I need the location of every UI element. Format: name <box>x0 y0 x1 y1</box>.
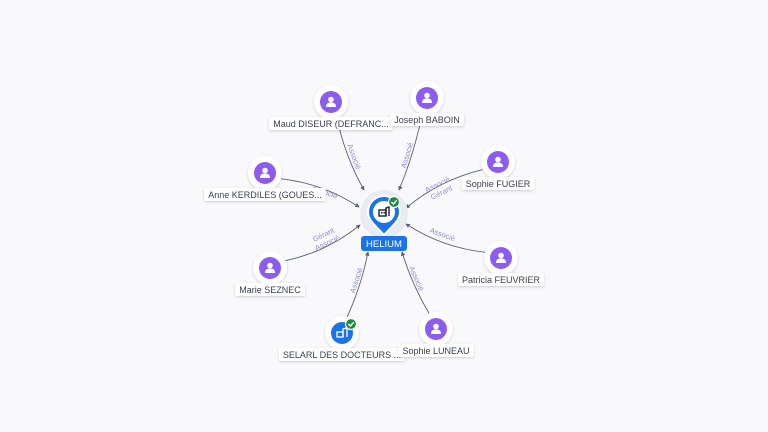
node-label-selarl: SELARL DES DOCTEURS ... <box>278 348 406 361</box>
company-icon <box>336 327 348 338</box>
node-label-text: Joseph BABOIN <box>394 115 460 125</box>
node-label-joseph: Joseph BABOIN <box>390 113 464 126</box>
edge-selarl <box>346 251 370 317</box>
edge-patricia <box>405 223 486 253</box>
node-label-anne: Anne KERDILES (GOUES... <box>204 188 326 201</box>
node-selarl[interactable]: SELARL DES DOCTEURS ... <box>278 316 406 361</box>
node-joseph[interactable]: Joseph BABOIN <box>390 81 464 126</box>
node-sophie-f[interactable]: Sophie FUGIER <box>461 145 535 190</box>
edge-label-selarl: Associé <box>348 267 365 295</box>
node-marie[interactable]: Marie SEZNEC <box>235 251 305 296</box>
node-label-text: Marie SEZNEC <box>239 285 301 295</box>
edge-label-joseph: Associé <box>399 141 415 169</box>
person-icon <box>422 92 432 103</box>
edge-sophie-l <box>400 251 430 314</box>
verified-check-icon <box>387 195 401 209</box>
node-label-text: Patricia FEUVRIER <box>462 275 541 285</box>
person-icon <box>496 252 506 263</box>
node-label-sophie-l: Sophie LUNEAU <box>398 344 474 357</box>
center-label-box <box>361 236 407 251</box>
center-label: HELIUM <box>366 239 402 250</box>
person-icon <box>493 156 503 167</box>
company-icon <box>378 206 390 217</box>
node-layer: Maud DISEUR (DEFRANC... Joseph BABOIN Soph… <box>204 81 545 361</box>
edge-marie <box>285 224 361 262</box>
node-label-patricia: Patricia FEUVRIER <box>457 273 545 286</box>
node-label-maud: Maud DISEUR (DEFRANC... <box>269 117 393 130</box>
node-maud[interactable]: Maud DISEUR (DEFRANC... <box>269 85 393 130</box>
person-icon <box>265 262 275 273</box>
center-node[interactable]: HELIUM <box>360 190 408 251</box>
node-anne[interactable]: Anne KERDILES (GOUES... <box>204 156 326 201</box>
edge-label-patricia: Associé <box>429 226 457 243</box>
person-icon <box>260 167 270 178</box>
node-label-text: Sophie FUGIER <box>466 179 531 189</box>
node-label-marie: Marie SEZNEC <box>235 283 305 296</box>
node-label-sophie-f: Sophie FUGIER <box>461 177 535 190</box>
edge-sophie-f <box>405 169 483 209</box>
node-label-text: Anne KERDILES (GOUES... <box>208 190 322 200</box>
edge-label-sophie-l: Associé <box>407 265 426 293</box>
node-sophie-l[interactable]: Sophie LUNEAU <box>398 312 474 357</box>
node-label-text: SELARL DES DOCTEURS ... <box>283 350 401 360</box>
verified-check-icon <box>344 317 358 331</box>
person-icon <box>431 323 441 334</box>
person-icon <box>326 96 336 107</box>
node-label-text: Maud DISEUR (DEFRANC... <box>273 119 389 129</box>
node-patricia[interactable]: Patricia FEUVRIER <box>457 241 545 286</box>
node-label-text: Sophie LUNEAU <box>402 346 469 356</box>
